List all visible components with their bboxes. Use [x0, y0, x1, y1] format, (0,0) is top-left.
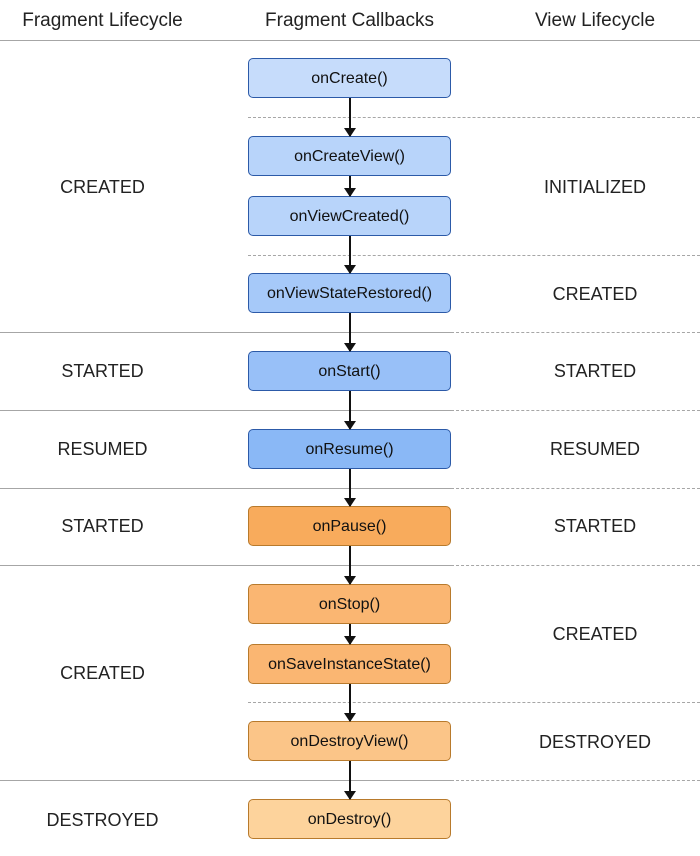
fragment-state-created: CREATED	[60, 177, 145, 197]
view-divider-6	[451, 565, 700, 566]
callback-on-save-instance-state: onSaveInstanceState()	[248, 644, 451, 684]
view-state-started: STARTED	[553, 361, 637, 381]
fragment-state-started-2: STARTED	[61, 516, 144, 536]
view-divider-8	[451, 780, 700, 781]
fragment-state-destroyed: DESTROYED	[46, 810, 159, 830]
fragment-state-resumed: RESUMED	[57, 439, 148, 459]
arrow-start-to-resume	[344, 391, 356, 430]
callback-on-destroy: onDestroy()	[248, 799, 451, 839]
callback-on-view-created: onViewCreated()	[248, 196, 451, 236]
fragment-divider-2	[0, 410, 451, 411]
fragment-divider-1	[0, 332, 451, 333]
fragment-divider-4	[0, 565, 451, 566]
callback-on-create-view: onCreateView()	[248, 136, 451, 176]
arrow-view-created-to-state-restored	[344, 236, 356, 274]
fragment-state-started: STARTED	[61, 361, 144, 381]
view-divider-5	[451, 488, 700, 489]
view-state-started-2: STARTED	[553, 516, 637, 536]
fragment-state-created-2: CREATED	[60, 663, 145, 683]
callback-on-stop: onStop()	[248, 584, 451, 624]
view-divider-4	[451, 410, 700, 411]
arrow-create-view-to-view-created	[344, 176, 356, 197]
arrow-pause-to-stop	[344, 546, 356, 585]
arrow-destroy-view-to-destroy	[344, 761, 356, 800]
header-divider	[0, 40, 700, 41]
callback-on-resume: onResume()	[248, 429, 451, 469]
header-view-lifecycle: View Lifecycle	[534, 10, 656, 31]
callback-on-create: onCreate()	[248, 58, 451, 98]
callback-on-view-state-restored: onViewStateRestored()	[248, 273, 451, 313]
callback-on-start: onStart()	[248, 351, 451, 391]
view-state-resumed: RESUMED	[549, 439, 640, 459]
fragment-divider-5	[0, 780, 451, 781]
view-divider-3	[451, 332, 700, 333]
arrow-state-restored-to-start	[344, 313, 356, 352]
callback-on-pause: onPause()	[248, 506, 451, 546]
view-state-destroyed: DESTROYED	[538, 732, 652, 752]
arrow-resume-to-pause	[344, 469, 356, 507]
fragment-divider-3	[0, 488, 451, 489]
arrow-create-to-create-view	[344, 98, 356, 137]
view-state-initialized: INITIALIZED	[543, 177, 646, 197]
arrow-stop-to-save-instance-state	[344, 624, 356, 645]
header-fragment-callbacks: Fragment Callbacks	[265, 10, 434, 31]
header-fragment-lifecycle: Fragment Lifecycle	[22, 10, 183, 31]
arrow-save-instance-state-to-destroy-view	[344, 684, 356, 722]
view-state-created: CREATED	[552, 284, 638, 304]
view-state-created-2: CREATED	[552, 624, 638, 644]
view-divider-7	[248, 702, 700, 703]
view-divider-2	[248, 255, 700, 256]
view-divider-1	[248, 117, 700, 118]
callback-on-destroy-view: onDestroyView()	[248, 721, 451, 761]
